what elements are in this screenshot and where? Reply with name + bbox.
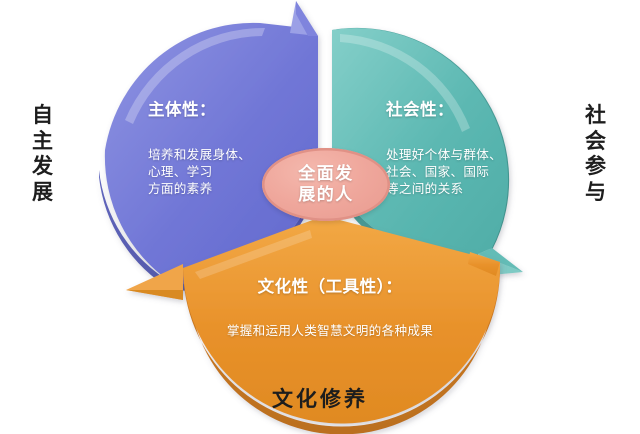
outer-label-right: 社 会 参 与 [583,103,609,205]
segment-culturality-body: 掌握和运用人类智慧文明的各种成果 [226,323,434,338]
outer-label-bottom: 文化修养 [272,388,368,411]
outer-label-left-c2: 发 [32,155,54,179]
outer-label-right-c0: 社 [585,104,607,127]
outer-label-left-c0: 自 [32,104,54,127]
outer-label-left: 自 主 发 展 [30,103,56,205]
outer-label-left-c1: 主 [32,129,54,153]
center-hub[interactable]: 全面发 展的人 [262,148,390,221]
outer-label-left-c3: 展 [32,180,54,204]
segment-culturality[interactable] [126,218,501,434]
segment-subjectivity-text: 主体性： 培养和发展身体、 心理、学习 方面的素养 [148,78,318,219]
center-hub-line-1: 全面发 [298,164,354,184]
segment-sociality-title: 社会性： [386,101,454,120]
segment-subjectivity-title: 主体性： [148,101,216,120]
outer-label-right-c1: 会 [585,129,607,153]
segment-subjectivity-body: 培养和发展身体、 心理、学习 方面的素养 [148,147,252,196]
outer-label-right-c2: 参 [585,155,607,179]
segment-sociality-body: 处理好个体与群体、 社会、国家、国际 等之间的关系 [386,147,503,196]
segment-sociality-text: 社会性： 处理好个体与群体、 社会、国家、国际 等之间的关系 [386,78,566,219]
outer-label-right-c3: 与 [585,180,607,204]
segment-culturality-title: 文化性（工具性）： [257,278,403,297]
segment-subjectivity[interactable] [99,1,318,291]
segment-culturality-text: 文化性（工具性）： 掌握和运用人类智慧文明的各种成果 [150,255,510,361]
center-hub-line-2: 展的人 [298,184,354,204]
